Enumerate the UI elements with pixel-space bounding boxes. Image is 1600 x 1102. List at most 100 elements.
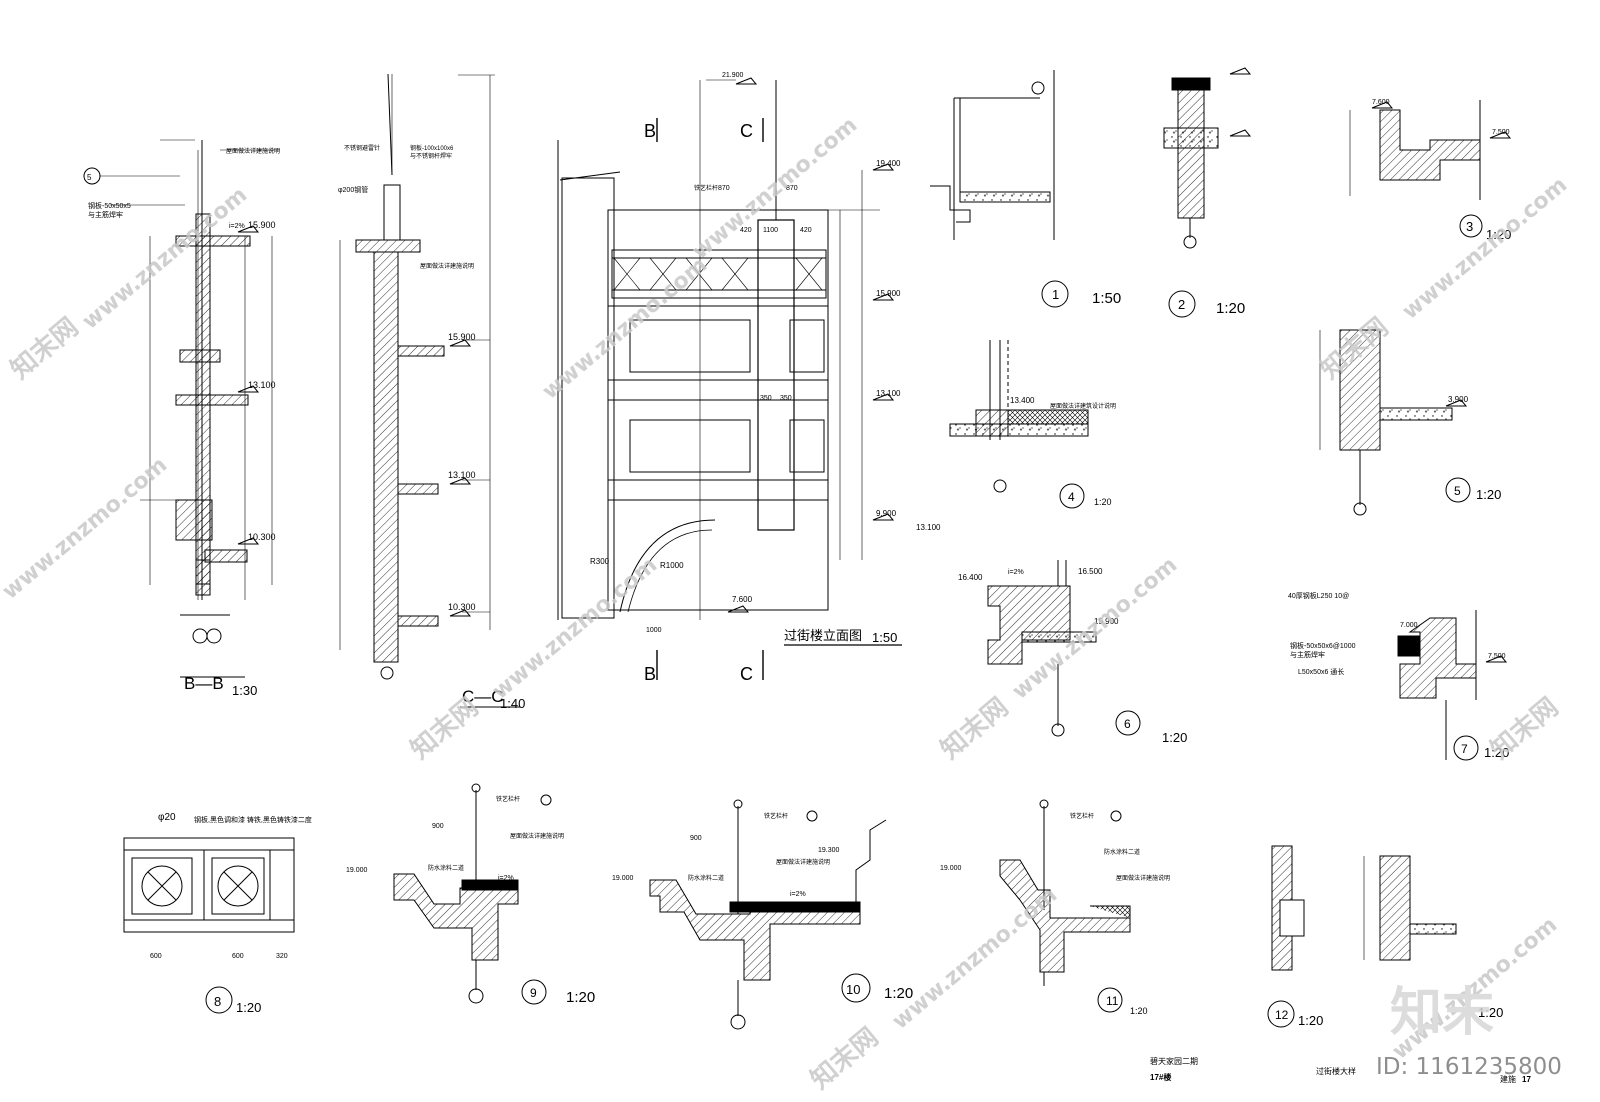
detail-9-scale: 1:20: [566, 989, 595, 1006]
detail-1-number: 1: [1052, 287, 1059, 302]
level-19300: 19.300: [818, 847, 840, 854]
radius-300: R300: [590, 557, 610, 566]
dim-320-d8: 320: [276, 953, 288, 960]
watermark-brand-3: 知末网: [935, 692, 1014, 765]
cut-c-bottom: C: [740, 664, 753, 684]
note-plate-d7: 钢板-50x50x6@1000: [1290, 641, 1356, 650]
detail-12b-scale: 1:20: [1478, 1005, 1503, 1020]
dim-900-d9: 900: [432, 823, 444, 830]
note-roof-d4: 屋面做法详建筑设计说明: [1050, 402, 1116, 410]
callout-5-bb: 5: [87, 173, 92, 182]
slope-d10: i=2%: [790, 891, 806, 898]
dim-870-b: 870: [786, 185, 798, 192]
watermark-site-2: www.znzmo.com: [0, 453, 172, 605]
note-railing-el: 铁艺栏杆: [694, 184, 718, 192]
detail-4-scale: 1:20: [1094, 497, 1112, 507]
level-9900: 9.900: [876, 509, 897, 518]
detail-5: [1319, 329, 1471, 516]
section-bb-scale: 1:30: [232, 683, 257, 698]
note-roof-bb: 屋面做法详建施说明: [226, 147, 280, 155]
watermark-brand-6: 知末网: [1485, 692, 1564, 765]
level-13400: 13.400: [1010, 396, 1035, 405]
detail-6: [987, 560, 1141, 737]
note-roof-d9: 屋面做法详建施说明: [510, 832, 564, 840]
level-3900: 3.900: [1448, 395, 1469, 404]
detail-2-number: 2: [1178, 297, 1185, 312]
detail-10: [649, 799, 887, 1030]
watermark-brand-1: 知末网: [5, 312, 84, 385]
dim-1000: 1000: [646, 627, 662, 634]
slope-d9: i=2%: [498, 875, 514, 882]
section-cc-scale: 1:40: [500, 696, 525, 711]
level-13100-el2: 13.100: [916, 523, 941, 532]
detail-1-scale: 1:50: [1092, 290, 1121, 307]
note-phi20: φ20: [158, 812, 176, 823]
level-15900-d6: 15.900: [1094, 617, 1119, 626]
detail-6-scale: 1:20: [1162, 730, 1187, 745]
dim-420-a: 420: [740, 227, 752, 234]
note-rebar-d7: 40厚钢板L250 10@: [1288, 591, 1349, 600]
note-railing-d8: 钢板,黑色调和漆 铸铁,黑色铸铁漆二度: [194, 815, 312, 824]
note-anchor2: 与不锈钢杆焊牢: [410, 152, 452, 160]
note-l50-d7: L50x50x6 通长: [1298, 667, 1344, 676]
elevation-scale: 1:50: [872, 630, 897, 645]
section-cc-title: C—C: [462, 687, 504, 706]
detail-3-number: 3: [1466, 219, 1473, 234]
detail-3: [1349, 100, 1512, 238]
dim-1100: 1100: [763, 227, 778, 234]
detail-10-scale: 1:20: [884, 985, 913, 1002]
watermark-site-3: www.znzmo.com: [488, 553, 662, 705]
level-13100-bb: 13.100: [248, 380, 276, 390]
level-13100-cc: 13.100: [448, 470, 476, 480]
detail-11-scale: 1:20: [1130, 1006, 1148, 1016]
detail-8: [123, 837, 295, 1014]
detail-12-number: 12: [1275, 1008, 1289, 1022]
watermark-layer: 知末网 www.znzmo.com www.znzmo.com 知末网 www.…: [0, 113, 1572, 1096]
section-bb-title: B—B: [184, 674, 224, 693]
note-weld-d7: 与主筋焊牢: [1290, 650, 1325, 659]
note-roof-d10: 屋面做法详建施说明: [776, 858, 830, 866]
note-angle2-bb: 与主筋焊牢: [88, 210, 123, 219]
elevation-title: 过街楼立面图: [784, 628, 862, 643]
level-15900-el: 15.900: [876, 289, 901, 298]
detail-12: [1267, 845, 1457, 1028]
detail-3-scale: 1:20: [1486, 227, 1511, 242]
section-bb-labels: 5 钢板-50x50x5 与主筋焊牢 屋面做法详建施说明 15.900 13.1…: [87, 147, 280, 698]
level-7600: 7.600: [732, 595, 753, 604]
level-16500: 16.500: [1078, 567, 1103, 576]
dim-350-b: 350: [780, 395, 792, 402]
detail-7-scale: 1:20: [1484, 745, 1509, 760]
slope-d6: i=2%: [1008, 569, 1024, 576]
detail-1: [930, 70, 1069, 308]
note-stainless: 不锈钢避雷针: [344, 144, 380, 152]
level-7000: 7.000: [1400, 622, 1418, 629]
cut-b-top: B: [644, 121, 656, 141]
note-waterproof-d9: 防水涂料二道: [428, 864, 464, 872]
radius-1000: R1000: [660, 561, 684, 570]
level-19000-d10: 19.000: [612, 875, 634, 882]
watermark-site-8: www.znzmo.com: [888, 883, 1062, 1035]
detail-4-number: 4: [1068, 490, 1075, 504]
detail-2-scale: 1:20: [1216, 300, 1245, 317]
detail-12-scale: 1:20: [1298, 1013, 1323, 1028]
footer-sheet-no: 17: [1522, 1075, 1531, 1084]
dim-870-a: 870: [718, 185, 730, 192]
dim-420-b: 420: [800, 227, 812, 234]
slope-bb: i=2%: [229, 223, 245, 230]
detail-5-number: 5: [1454, 484, 1461, 498]
watermark-id: ID: 1161235800: [1376, 1054, 1562, 1080]
detail-9-number: 9: [530, 986, 537, 1000]
level-19000-d11: 19.000: [940, 865, 962, 872]
footer-drawing-label: 建施: [1500, 1074, 1516, 1084]
watermark-brand-2: 知末网: [405, 692, 484, 765]
note-roof-cc: 屋面做法详建施说明: [420, 262, 474, 270]
detail-7: [1397, 610, 1508, 761]
footer-building: 17#楼: [1150, 1072, 1171, 1082]
note-waterproof-d10: 防水涂料二道: [688, 874, 724, 882]
detail-1-marker: [1041, 280, 1069, 308]
footer-project: 碧天家园二期: [1150, 1056, 1198, 1066]
level-7600-d3: 7.600: [1372, 99, 1390, 106]
detail-7-number: 7: [1461, 742, 1468, 756]
section-cc: [339, 73, 520, 708]
